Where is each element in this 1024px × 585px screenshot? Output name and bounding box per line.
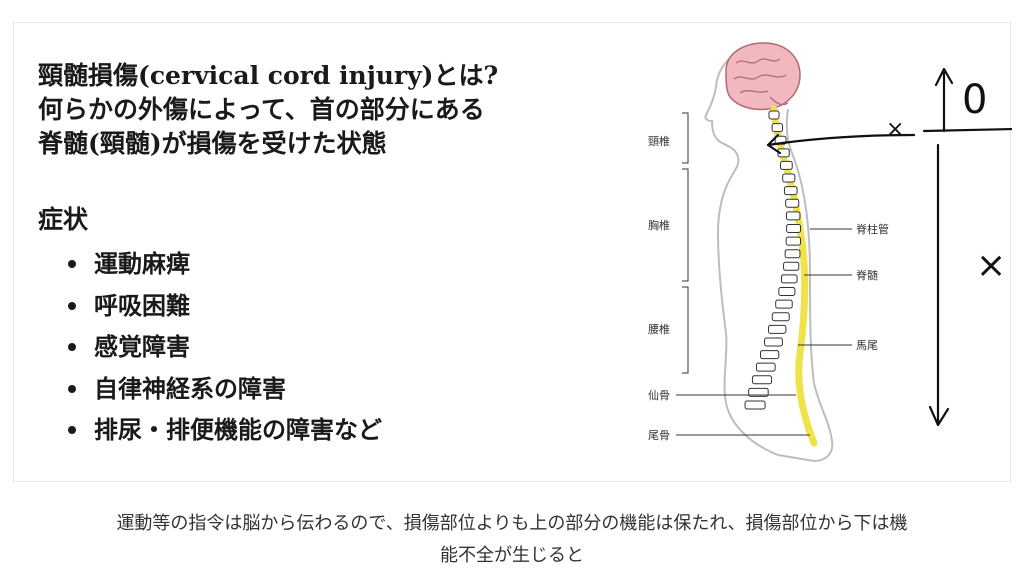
bullet-icon [68,343,76,351]
vertebra [775,299,793,309]
symptom-item: 排尿・排便機能の障害など [68,409,598,451]
label-thoracic: 胸椎 [648,219,670,232]
symptom-item: 呼吸困難 [68,285,598,327]
caption-line-1: 運動等の指令は脳から伝わるので、損傷部位よりも上の部分の機能は保たれ、損傷部位か… [116,513,908,534]
vertebra [748,387,769,397]
symptom-text: 自律神経系の障害 [94,373,286,403]
pen-up-arrow [934,67,954,133]
vertebra [784,249,801,259]
label-cauda-equina: 馬尾 [856,339,878,352]
pen-mark-zero: 0 [962,77,988,123]
vertebra [771,312,790,322]
label-spinal-canal: 脊柱管 [856,223,889,236]
vertebra [751,375,773,385]
label-coccyx: 尾骨 [648,429,670,442]
label-spinal-cord: 脊髄 [856,269,878,282]
title-line-1: 頸髄損傷(cervical cord injury)とは? [38,61,499,90]
bracket-thoracic [682,168,689,282]
label-sacrum: 仙骨 [648,389,670,402]
vertebra [744,400,766,410]
bullet-icon [68,260,76,268]
pen-arrow-head [766,133,782,155]
caption-line-2: 能不全が生じると [440,545,584,566]
pen-arrow-line [766,133,916,147]
vertebrae [744,110,802,410]
slide-image: 頸髄損傷(cervical cord injury)とは? 何らかの外傷によって… [13,22,1012,483]
vertebra [768,324,787,334]
vertebra [782,173,796,183]
symptom-text: 運動麻痺 [94,249,190,278]
symptom-text: 感覚障害 [94,332,190,361]
vertebra [778,287,796,297]
vertebra [760,350,780,360]
caption: 運動等の指令は脳から伝わるので、損傷部位よりも上の部分の機能は保たれ、損傷部位か… [0,508,1024,572]
brain-icon [725,42,801,111]
bracket-cervical [682,112,689,164]
vertebra [755,362,776,372]
symptom-item: 自律神経系の障害 [68,368,598,410]
label-lumbar: 腰椎 [648,323,670,336]
body-outline [704,44,834,463]
bullet-icon [68,426,76,434]
pen-down-arrow [928,143,950,427]
vertebra [771,123,784,133]
vertebra [779,160,793,170]
vertebra [785,211,801,221]
spinal-cord [770,105,818,447]
pen-horizontal-line [922,127,1012,133]
symptom-list: 運動麻痺 呼吸困難 感覚障害 自律神経系の障害 排尿・排便機能の障害など [68,243,598,451]
vertebra [785,236,802,246]
title-line-3: 脊髄(頸髄)が損傷を受けた状態 [38,129,387,158]
vertebra [785,198,800,208]
symptom-item: 感覚障害 [68,326,598,368]
pen-mark-x-lower: × [976,245,1007,286]
bracket-lumbar [682,286,689,374]
symptoms-heading: 症状 [38,205,89,234]
vertebra [768,110,780,120]
vertebra [783,261,800,271]
bullet-icon [68,301,76,310]
spine-illustration [676,42,1012,463]
symptom-item: 運動麻痺 [68,243,598,285]
symptom-text: 呼吸困難 [94,290,190,320]
pen-mark-x-upper: × [886,117,905,142]
spine-figure: 頸椎 胸椎 腰椎 仙骨 尾骨 脊柱管 脊髄 馬尾 × 0 × [618,23,1012,483]
label-cervical: 頸椎 [648,135,670,148]
slide-text: 頸髄損傷(cervical cord injury)とは? 何らかの外傷によって… [38,59,598,451]
bullet-icon [68,384,76,393]
vertebra [783,186,798,196]
symptom-text: 排尿・排便機能の障害など [94,415,382,444]
vertebra [786,223,802,233]
title-line-2: 何らかの外傷によって、首の部分にある [38,95,485,124]
vertebra [780,274,798,284]
vertebra [764,337,783,347]
